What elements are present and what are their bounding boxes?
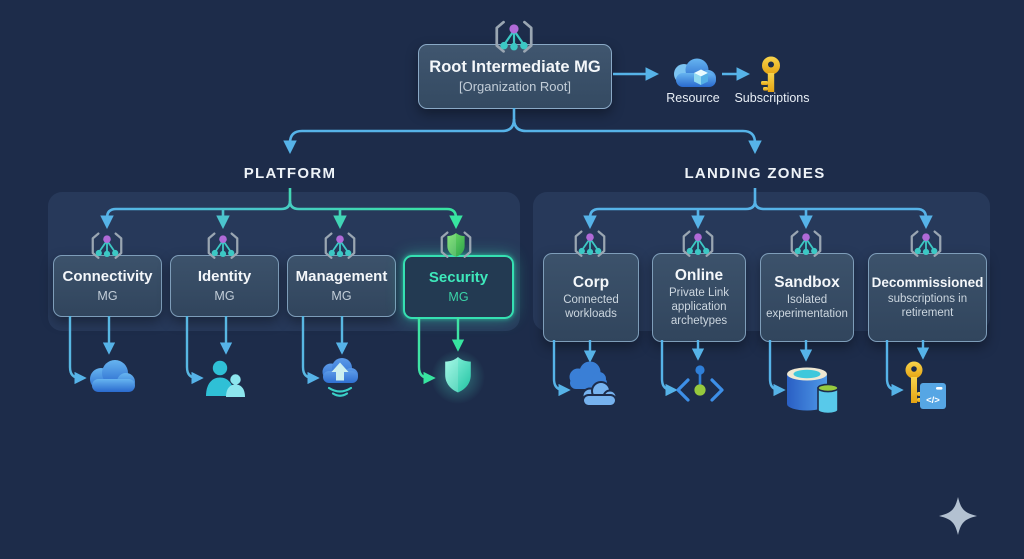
node-subtitle: Isolated experimentation (766, 294, 848, 321)
root-node-subtitle: [Organization Root] (458, 79, 571, 95)
decommissioned-resource-connectors (885, 340, 930, 397)
management-cloud-upload-icon (322, 358, 358, 397)
resource-cloud-icon (674, 58, 716, 87)
subscriptions-label: Subscriptions (734, 91, 810, 105)
online-resource-connectors (660, 340, 705, 397)
node-connectivity-mg: Connectivity MG (53, 255, 162, 317)
node-title: Decommissioned (871, 274, 984, 290)
sandbox-resource-connectors (768, 340, 813, 397)
decommissioned-key-code-icon: </> (905, 361, 946, 409)
landing-zones-section-label: LANDING ZONES (684, 165, 826, 182)
node-title: Identity (197, 268, 252, 286)
node-subtitle: Private Link application archetypes (668, 287, 730, 328)
sparkle-icon (939, 497, 977, 535)
node-subtitle: MG (97, 288, 118, 303)
node-subtitle: subscriptions in retirement (887, 293, 968, 320)
node-decommissioned: Decommissioned subscriptions in retireme… (868, 253, 987, 342)
root-management-group-node: Root Intermediate MG [Organization Root] (418, 44, 612, 109)
node-sandbox: Sandbox Isolated experimentation (760, 253, 854, 342)
root-split-connector (283, 108, 762, 155)
sandbox-databases-icon (787, 367, 839, 415)
node-title: Management (295, 268, 388, 286)
node-subtitle: MG (331, 288, 352, 303)
corp-resource-connectors (552, 340, 597, 397)
node-security-mg: Security MG (403, 255, 514, 319)
root-node-title: Root Intermediate MG (429, 58, 601, 77)
identity-users-icon (206, 360, 245, 397)
node-title: Online (674, 266, 724, 284)
node-title: Sandbox (774, 273, 840, 291)
security-shield-glow-icon (431, 350, 485, 404)
node-title: Security (428, 269, 489, 287)
connectivity-cloud-icon (90, 360, 135, 392)
online-private-link-icon (676, 365, 724, 402)
resource-label: Resource (666, 91, 720, 105)
node-identity-mg: Identity MG (170, 255, 279, 317)
node-subtitle: Connected workloads (563, 294, 619, 321)
node-title: Corp (572, 273, 610, 291)
subscriptions-key-icon (761, 56, 780, 92)
node-online: Online Private Link application archetyp… (652, 253, 746, 342)
node-title: Connectivity (62, 268, 153, 286)
node-subtitle: MG (214, 288, 235, 303)
corp-clouds-icon (569, 361, 618, 407)
node-subtitle: MG (448, 289, 469, 304)
svg-text:</>: </> (926, 395, 940, 406)
platform-section-label: PLATFORM (243, 165, 337, 182)
node-corp: Corp Connected workloads (543, 253, 639, 342)
node-management-mg: Management MG (287, 255, 396, 317)
